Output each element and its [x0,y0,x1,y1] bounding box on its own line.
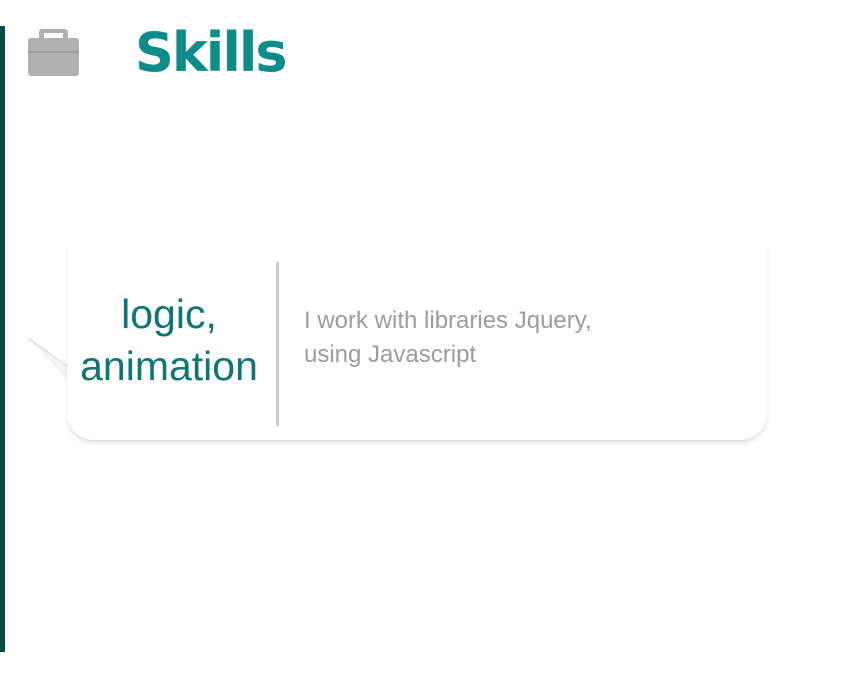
skill-description-line-2: using Javascript [304,341,477,368]
skill-description: I work with libraries Jquery, using Java… [304,304,704,372]
skill-name-line-2: animation [80,343,258,389]
skill-name: logic, animation [67,288,271,392]
skill-divider [276,262,279,426]
skill-description-line-1: I work with libraries Jquery, [304,307,592,334]
timeline-line [0,26,5,652]
section-title: Skills [135,21,287,84]
skill-card: logic, animation I work with libraries J… [67,244,767,440]
briefcase-icon [27,25,80,77]
skill-name-line-1: logic, [121,291,217,337]
